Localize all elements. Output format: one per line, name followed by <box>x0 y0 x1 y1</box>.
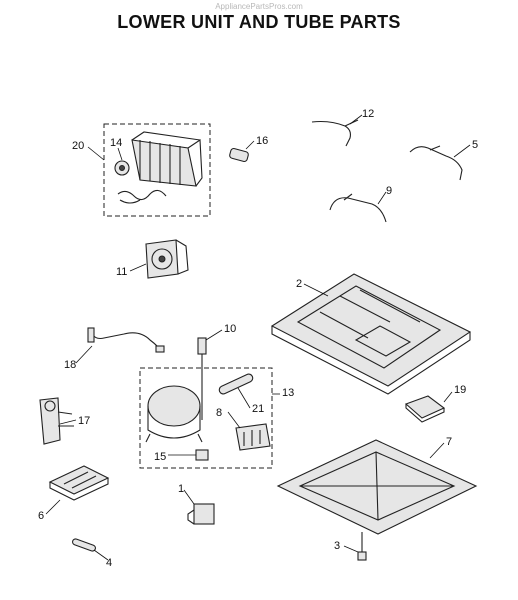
callout-17: 17 <box>78 415 90 427</box>
part-17-valve[interactable] <box>39 397 74 445</box>
callout-21: 21 <box>252 403 264 415</box>
callout-labels: 20 14 16 12 5 9 11 2 10 18 13 17 19 7 21… <box>38 108 478 569</box>
part-1-motor[interactable] <box>187 503 215 525</box>
part-16-cylinder[interactable] <box>229 147 249 163</box>
callout-19: 19 <box>454 384 466 396</box>
callout-1: 1 <box>178 483 184 495</box>
callout-8: 8 <box>216 407 222 419</box>
part-11-fan-motor-bracket[interactable] <box>145 239 189 279</box>
callout-2: 2 <box>296 278 302 290</box>
part-5-tube[interactable] <box>409 145 463 181</box>
callout-20: 20 <box>72 140 84 152</box>
part-4-pin[interactable] <box>71 538 97 552</box>
callout-4: 4 <box>106 557 112 569</box>
part-9-tube[interactable] <box>329 193 387 223</box>
callout-9: 9 <box>386 185 392 197</box>
part-2-base-pan[interactable] <box>270 273 472 395</box>
watermark: AppliancePartsPros.com <box>215 2 303 11</box>
leader-lines <box>45 114 471 561</box>
part-12-tube[interactable] <box>311 119 359 147</box>
part-20-fan-assembly[interactable] <box>103 123 211 217</box>
part-21-filter-drier[interactable] <box>218 373 254 395</box>
part-14-fan-motor[interactable] <box>114 160 130 176</box>
part-10-valve[interactable] <box>197 337 207 364</box>
callout-10: 10 <box>224 323 236 335</box>
callout-13: 13 <box>282 387 294 399</box>
callout-12: 12 <box>362 108 374 120</box>
callout-16: 16 <box>256 135 268 147</box>
part-13-compressor-assembly[interactable] <box>139 364 273 469</box>
part-13-dashed-box <box>139 367 273 469</box>
part-18-wire-harness[interactable] <box>87 327 165 353</box>
diagram-title: LOWER UNIT AND TUBE PARTS <box>117 12 401 32</box>
callout-18: 18 <box>64 359 76 371</box>
callout-5: 5 <box>472 139 478 151</box>
part-19-bracket[interactable] <box>404 395 446 423</box>
part-8-relay[interactable] <box>235 423 271 451</box>
callout-7: 7 <box>446 436 452 448</box>
part-20-dashed-box <box>103 123 211 217</box>
callout-14: 14 <box>110 137 122 149</box>
callout-15: 15 <box>154 451 166 463</box>
callout-3: 3 <box>334 540 340 552</box>
part-7-drain-pan[interactable] <box>276 439 478 535</box>
part-15-grommet[interactable] <box>195 449 209 461</box>
callout-11: 11 <box>116 266 127 278</box>
callout-6: 6 <box>38 510 44 522</box>
part-6-bracket[interactable] <box>48 465 110 501</box>
part-3-screw[interactable] <box>357 532 367 561</box>
